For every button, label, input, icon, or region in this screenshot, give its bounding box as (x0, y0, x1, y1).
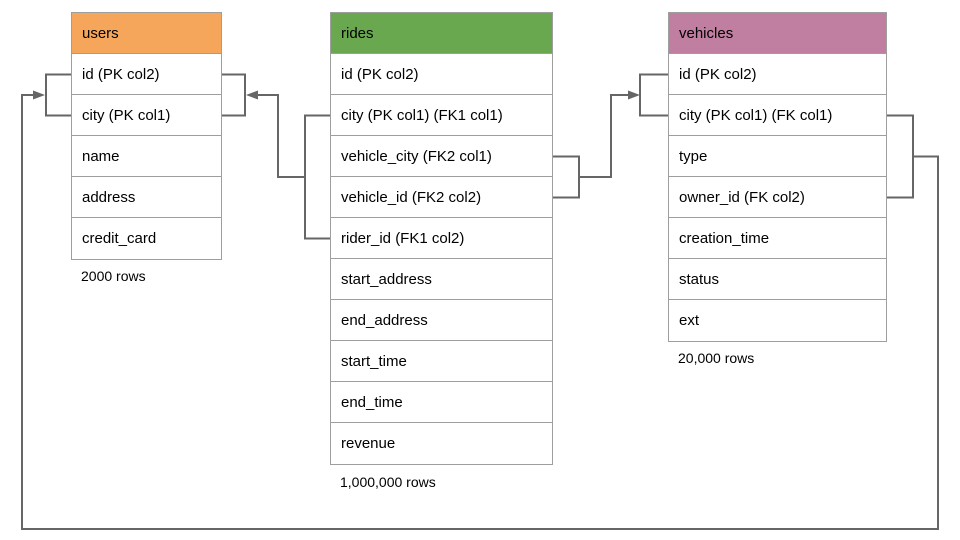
table-row: id (PK col2) (331, 54, 552, 95)
table-row: type (669, 136, 886, 177)
table-row: city (PK col1) (FK1 col1) (331, 95, 552, 136)
table-row: status (669, 259, 886, 300)
vehicles-right-bracket (887, 114, 914, 199)
fk2-arrowhead-icon (628, 90, 640, 100)
table-header-vehicles: vehicles (669, 13, 886, 54)
table-row: start_time (331, 341, 552, 382)
table-header-users: users (72, 13, 221, 54)
fk1-arrowhead-icon (246, 90, 258, 100)
table-header-rides: rides (331, 13, 552, 54)
table-row: start_address (331, 259, 552, 300)
table-rides: rides id (PK col2) city (PK col1) (FK1 c… (330, 12, 553, 465)
table-row: credit_card (72, 218, 221, 259)
table-row: id (PK col2) (72, 54, 221, 95)
row-count-rides: 1,000,000 rows (340, 474, 436, 490)
table-row: end_time (331, 382, 552, 423)
fk2-shaft (579, 94, 628, 178)
table-row: end_address (331, 300, 552, 341)
table-row: id (PK col2) (669, 54, 886, 95)
table-row: name (72, 136, 221, 177)
row-count-users: 2000 rows (81, 268, 146, 284)
table-vehicles: vehicles id (PK col2) city (PK col1) (FK… (668, 12, 887, 342)
table-row: creation_time (669, 218, 886, 259)
table-row: vehicle_city (FK2 col1) (331, 136, 552, 177)
table-row: city (PK col1) (FK col1) (669, 95, 886, 136)
vehicles-left-bracket (639, 73, 668, 117)
fk-arrowhead-icon (33, 90, 45, 100)
rides-right-bracket (553, 155, 580, 199)
table-users: users id (PK col2) city (PK col1) name a… (71, 12, 222, 260)
fk1-shaft (258, 94, 305, 178)
connector-rides-vehicles-fk2 (553, 73, 668, 199)
table-row: city (PK col1) (72, 95, 221, 136)
rides-left-bracket (304, 114, 330, 240)
row-count-vehicles: 20,000 rows (678, 350, 755, 366)
connector-rides-users-fk1 (222, 73, 330, 240)
users-left-bracket (45, 73, 71, 117)
table-row: vehicle_id (FK2 col2) (331, 177, 552, 218)
table-row: owner_id (FK col2) (669, 177, 886, 218)
table-row: address (72, 177, 221, 218)
table-row: ext (669, 300, 886, 341)
table-row: revenue (331, 423, 552, 464)
table-row: rider_id (FK1 col2) (331, 218, 552, 259)
users-right-bracket (222, 73, 246, 117)
